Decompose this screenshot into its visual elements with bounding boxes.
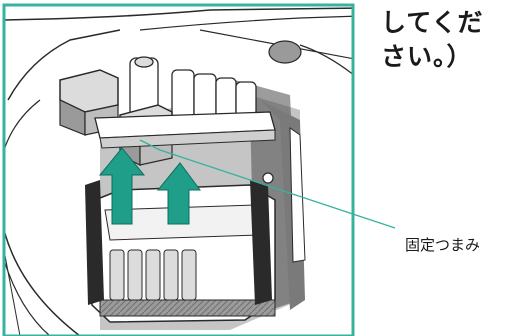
instruction-line-2: さい。） [381,42,473,71]
illustration-frame [2,3,355,336]
instruction-line-1: してくだ [381,8,484,37]
up-arrow-icon [98,147,146,225]
cover-button-icon [268,40,302,64]
carriage-ribs [109,249,197,301]
fixing-lever-left [59,69,119,136]
up-arrow-icon [156,162,201,225]
instruction-text: してくだ さい。） [381,6,511,74]
printer-scene [4,5,353,336]
fixing-lever-label: 固定つまみ [405,236,481,254]
callout-leader-line [139,139,396,229]
